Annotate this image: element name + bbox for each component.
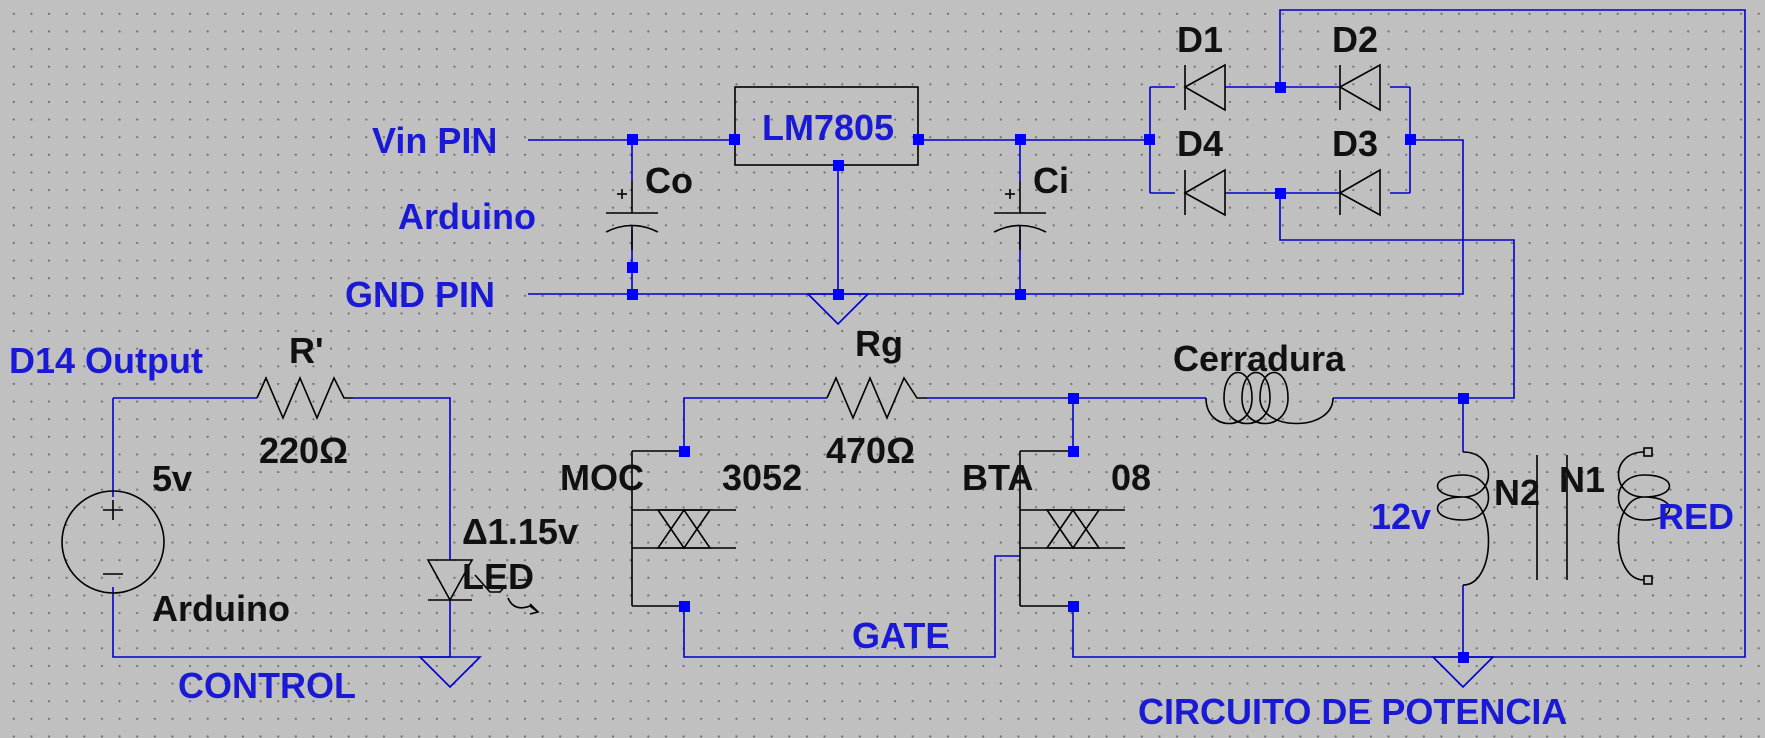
label-n2: N2: [1494, 472, 1540, 513]
label-470-ohm: 470Ω: [826, 430, 915, 471]
label-led-drop: Δ1.15v: [462, 511, 578, 552]
label-12v: 12v: [1371, 496, 1431, 537]
resistor-rg: [826, 375, 927, 421]
label-08: 08: [1111, 457, 1151, 498]
label-5v: 5v: [152, 458, 192, 499]
label-d2: D2: [1332, 19, 1378, 60]
lm7805-regulator: [734, 86, 919, 166]
triac-bta08: [1019, 450, 1125, 607]
capacitor-co: [605, 181, 659, 250]
label-r-prime: R': [289, 330, 324, 371]
label-gate: GATE: [852, 615, 949, 656]
label-co: Co: [645, 160, 693, 201]
voltage-source: [61, 490, 165, 594]
lock-coil: [1205, 371, 1334, 425]
label-3052: 3052: [722, 457, 802, 498]
label-circuito-de-potencia: CIRCUITO DE POTENCIA: [1138, 691, 1567, 732]
label-lm7805: LM7805: [762, 107, 894, 148]
label-cerradura: Cerradura: [1173, 338, 1346, 379]
labels: Vin PIN Arduino GND PIN D14 Output CONTR…: [9, 19, 1734, 732]
label-gnd-pin: GND PIN: [345, 274, 495, 315]
capacitor-ci: [993, 181, 1047, 250]
label-d3: D3: [1332, 123, 1378, 164]
junctions: [627, 82, 1469, 663]
label-rg: Rg: [855, 323, 903, 364]
wires: [112, 9, 1746, 658]
label-arduino-supply: Arduino: [398, 196, 536, 237]
label-d14-output: D14 Output: [9, 340, 203, 381]
led: [426, 559, 540, 615]
label-d1: D1: [1177, 19, 1223, 60]
label-arduino-source: Arduino: [152, 588, 290, 629]
diode-d2: [1338, 63, 1381, 112]
label-red: RED: [1658, 496, 1734, 537]
label-d4: D4: [1177, 123, 1223, 164]
label-moc: MOC: [560, 457, 644, 498]
label-control: CONTROL: [178, 665, 356, 706]
optotriac-moc3052: [631, 450, 736, 607]
resistor-r-prime: [256, 375, 353, 421]
diode-d3: [1338, 168, 1381, 217]
diode-d4: [1183, 168, 1226, 217]
label-ci: Ci: [1033, 160, 1069, 201]
label-led: LED: [462, 556, 534, 597]
label-n1: N1: [1559, 459, 1605, 500]
label-vin-pin: Vin PIN: [372, 120, 497, 161]
transformer: [1436, 447, 1671, 586]
label-220-ohm: 220Ω: [259, 430, 348, 471]
diode-d1: [1183, 63, 1226, 112]
label-bta: BTA: [962, 457, 1033, 498]
